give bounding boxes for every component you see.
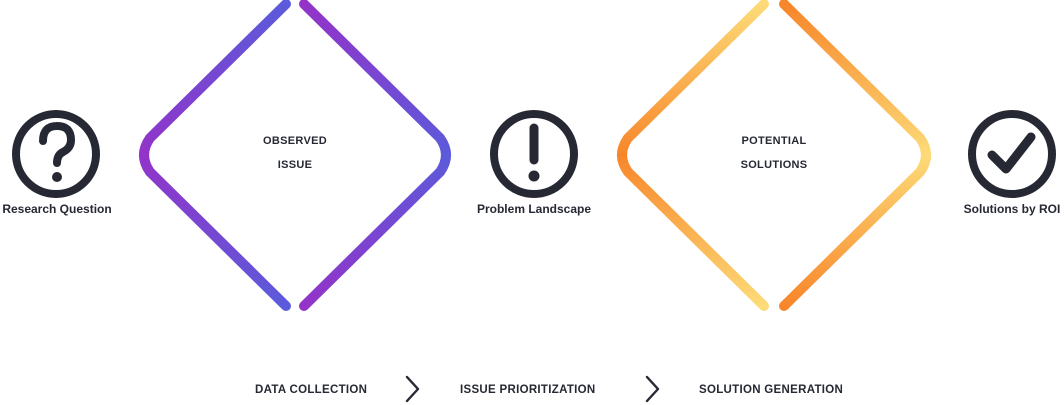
observed-diamond-right-half	[299, 0, 451, 311]
chevron-right-icon	[645, 375, 660, 403]
chevron-right-icon	[405, 375, 420, 403]
solutions-by-roi-label: Solutions by ROI	[963, 202, 1061, 216]
observed-issue-diamond	[139, 0, 451, 311]
potential-solutions-line2: SOLUTIONS	[740, 159, 808, 171]
potential-solutions-line1: POTENTIAL	[741, 135, 807, 147]
observed-issue-line1: OBSERVED	[263, 135, 327, 147]
potential-solutions-diamond	[617, 0, 931, 311]
observed-diamond-left-half	[139, 0, 291, 311]
observed-issue-line2: ISSUE	[277, 159, 313, 171]
potential-diamond-right-half	[779, 0, 931, 311]
process-steps: DATA COLLECTION ISSUE PRIORITIZATION SOL…	[0, 375, 1064, 404]
exclamation-icon	[490, 110, 578, 198]
step-solution-generation: SOLUTION GENERATION	[699, 384, 844, 396]
step-data-collection: DATA COLLECTION	[255, 384, 368, 396]
step-issue-prioritization: ISSUE PRIORITIZATION	[460, 384, 596, 396]
potential-diamond-left-half	[617, 0, 769, 311]
research-question-label: Research Question	[2, 202, 112, 216]
check-icon	[968, 110, 1056, 198]
problem-landscape-label: Problem Landscape	[476, 202, 592, 216]
question-icon	[12, 110, 100, 198]
potential-solutions-label: POTENTIAL SOLUTIONS	[741, 129, 808, 177]
observed-issue-label: OBSERVED ISSUE	[263, 129, 327, 177]
